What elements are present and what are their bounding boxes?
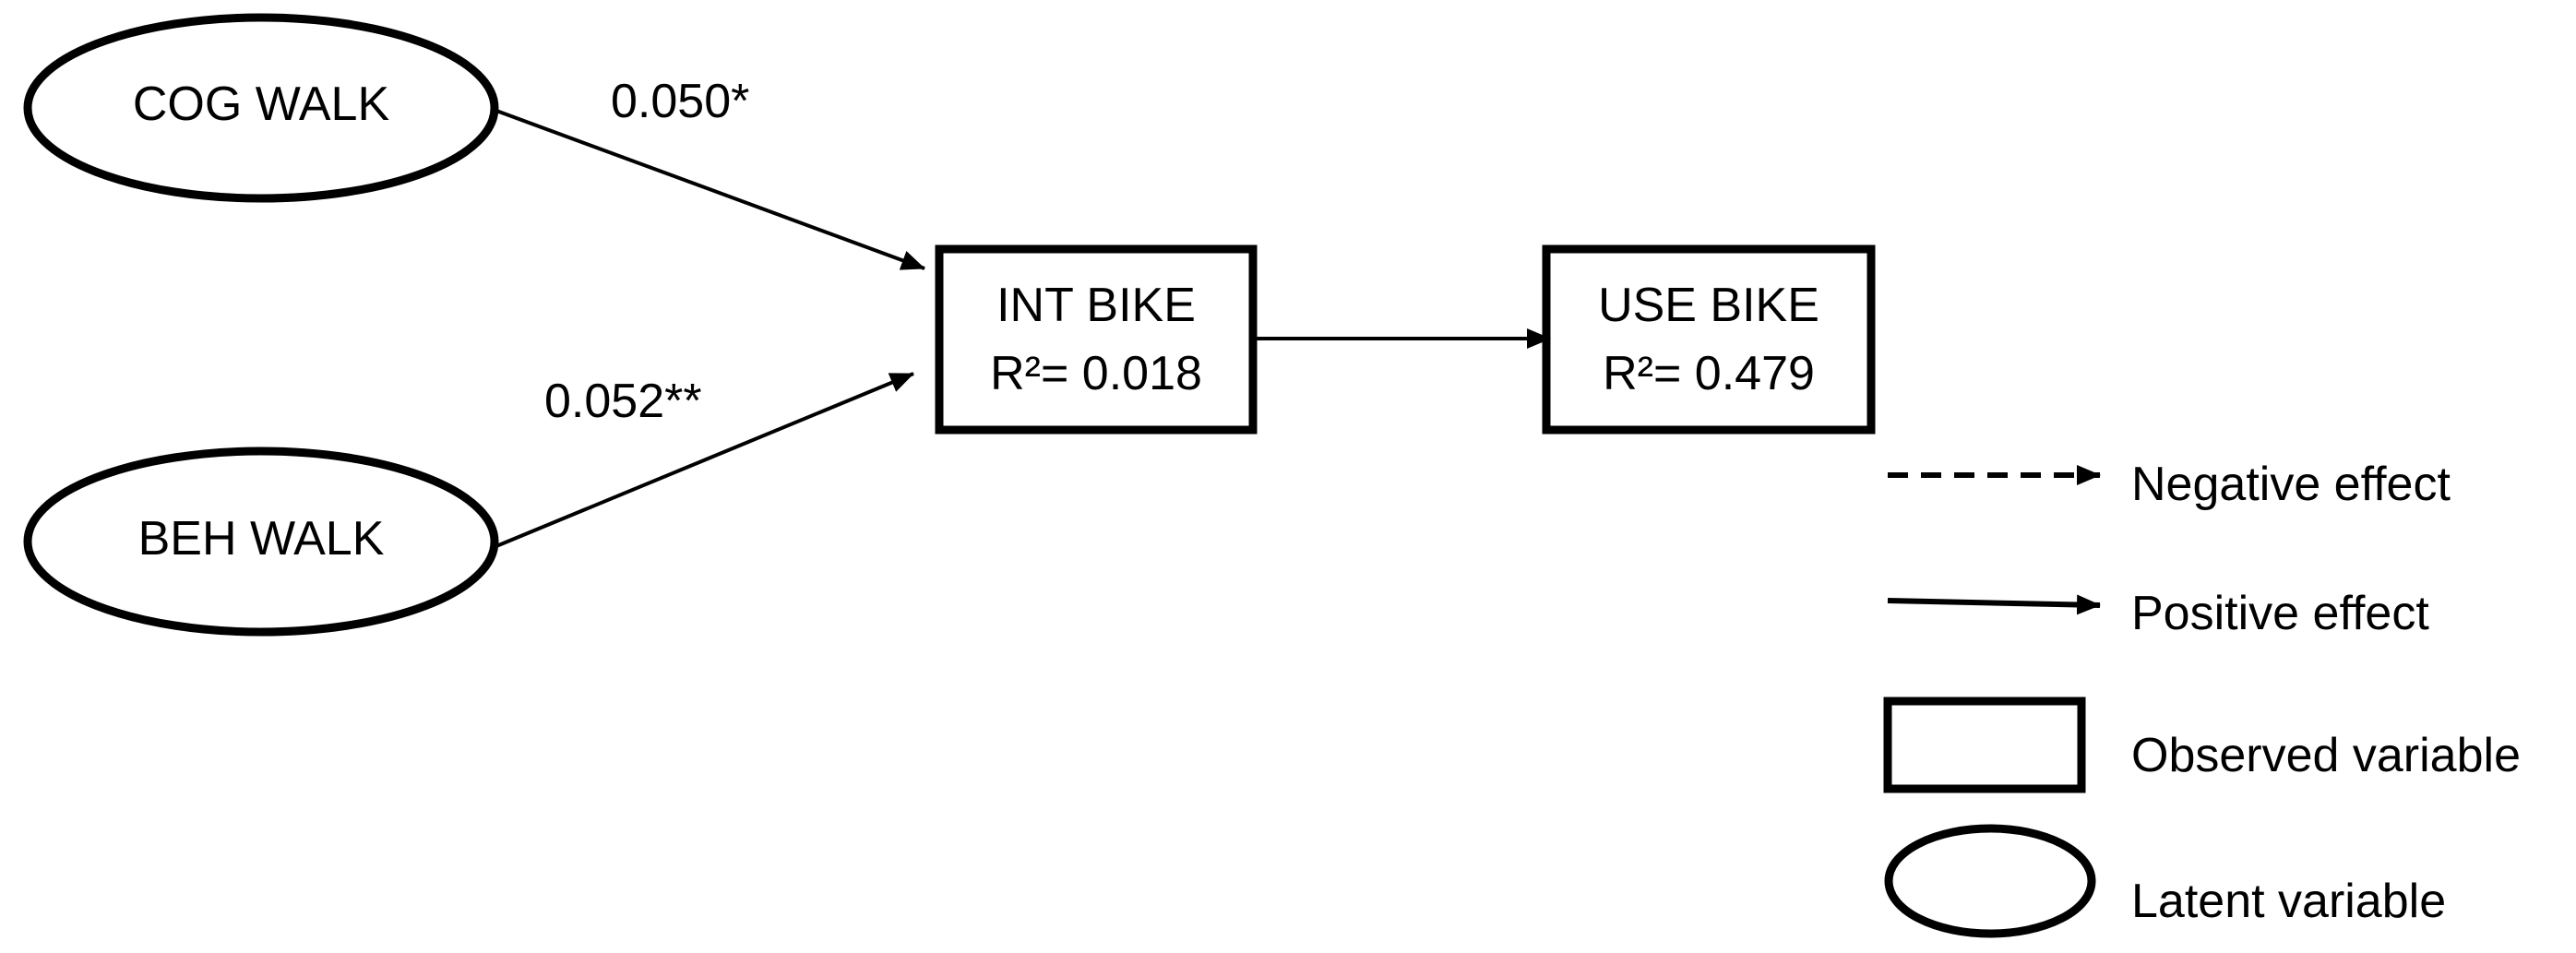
legend-item-observed: Observed variable bbox=[1883, 697, 2521, 793]
node-int-bike-r2: R²= 0.018 bbox=[990, 347, 1202, 400]
node-use-bike: USE BIKE R²= 0.479 bbox=[1542, 244, 1876, 435]
node-beh-walk-label: BEH WALK bbox=[138, 512, 385, 566]
node-use-bike-r2: R²= 0.479 bbox=[1603, 347, 1815, 400]
node-cog-walk: COG WALK bbox=[23, 13, 499, 203]
node-cog-walk-label: COG WALK bbox=[133, 77, 390, 131]
positive-effect-arrow bbox=[495, 372, 914, 548]
observed-box bbox=[1542, 244, 1876, 435]
node-int-bike: INT BIKE R²= 0.018 bbox=[935, 244, 1258, 435]
legend-positive-label: Positive effect bbox=[2131, 587, 2429, 640]
node-int-bike-label: INT BIKE bbox=[996, 279, 1196, 332]
latent-ellipse bbox=[23, 447, 499, 637]
legend-latent-label: Latent variable bbox=[2131, 875, 2446, 928]
legend-negative-label: Negative effect bbox=[2131, 458, 2451, 511]
observed-box bbox=[935, 244, 1258, 435]
legend-item-positive: Positive effect bbox=[1887, 587, 2429, 640]
solid-arrow-icon bbox=[1887, 594, 2101, 615]
rectangle-icon bbox=[1883, 697, 2086, 793]
legend-item-negative: Negative effect bbox=[1888, 458, 2451, 511]
legend-item-latent: Latent variable bbox=[1884, 824, 2446, 938]
node-beh-walk: BEH WALK bbox=[23, 447, 499, 637]
positive-effect-arrow bbox=[495, 109, 925, 270]
node-use-bike-label: USE BIKE bbox=[1598, 279, 1819, 332]
path-beh-to-int-coefficient: 0.052** bbox=[544, 375, 702, 428]
path-cog-to-int: 0.050* bbox=[495, 75, 925, 270]
path-cog-to-int-coefficient: 0.050* bbox=[611, 75, 749, 128]
legend-observed-label: Observed variable bbox=[2131, 729, 2521, 782]
legend: Negative effect Positive effect Observed… bbox=[1883, 458, 2521, 938]
latent-ellipse bbox=[23, 13, 499, 203]
ellipse-icon bbox=[1884, 824, 2096, 938]
path-beh-to-int: 0.052** bbox=[495, 372, 914, 548]
